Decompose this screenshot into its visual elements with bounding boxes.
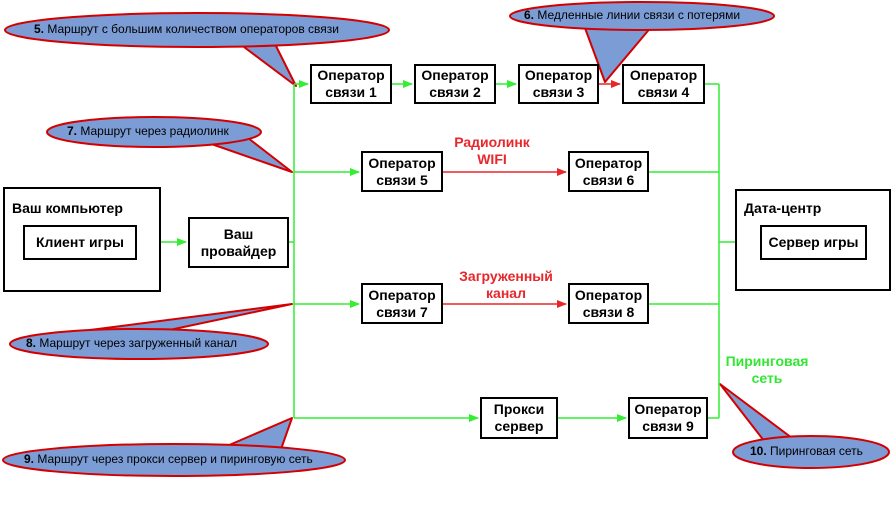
operator-8-box: Оператор связи 8 <box>568 283 649 324</box>
operator-4-label: Оператор связи 4 <box>629 67 698 100</box>
operator-2-box: Оператор связи 2 <box>414 64 496 104</box>
green-links <box>137 80 759 422</box>
operator-5-box: Оператор связи 5 <box>361 151 443 192</box>
game-client-box: Клиент игры <box>23 225 137 260</box>
operator-7-label: Оператор связи 7 <box>368 286 436 320</box>
callout-9: 9. Маршрут через прокси сервер и пиринго… <box>24 452 313 466</box>
provider-label: Ваш провайдер <box>200 225 277 259</box>
callout-6: 6. Медленные линии связи с потерями <box>524 8 741 22</box>
callout-shape-5 <box>4 12 390 87</box>
game-client-label: Клиент игры <box>36 234 124 250</box>
operator-3-label: Оператор связи 3 <box>524 67 593 100</box>
callout-shape-10 <box>719 383 890 469</box>
proxy-server-label: Прокси сервер <box>493 401 545 434</box>
game-server-box: Сервер игры <box>760 225 867 260</box>
operator-4-box: Оператор связи 4 <box>622 64 705 104</box>
callout-7: 7. Маршрут через радиолинк <box>67 124 229 138</box>
congested-channel-label: Загруженный канал <box>459 268 553 301</box>
operator-8-label: Оператор связи 8 <box>574 286 643 320</box>
datacenter-title: Дата-центр <box>744 200 822 216</box>
provider-box: Ваш провайдер <box>188 217 289 268</box>
callout-5: 5. Маршрут с большим количеством операто… <box>34 22 340 36</box>
operator-2-label: Оператор связи 2 <box>421 67 489 100</box>
peering-network-label: Пиринговая сеть <box>725 353 809 386</box>
operator-6-box: Оператор связи 6 <box>568 151 649 192</box>
callout-10: 10. Пиринговая сеть <box>750 444 863 458</box>
computer-title: Ваш компьютер <box>12 200 123 216</box>
callout-shape-6 <box>509 1 775 83</box>
proxy-server-box: Прокси сервер <box>480 397 558 439</box>
operator-7-box: Оператор связи 7 <box>361 283 443 324</box>
operator-5-label: Оператор связи 5 <box>368 154 436 188</box>
callout-shape-9 <box>2 417 346 477</box>
operator-9-label: Оператор связи 9 <box>634 401 702 434</box>
red-links <box>443 80 621 308</box>
operator-1-label: Оператор связи 1 <box>317 67 385 100</box>
radiolink-label: Радиолинк WIFI <box>454 134 530 167</box>
callout-shape-7 <box>46 116 293 173</box>
operator-6-label: Оператор связи 6 <box>574 154 643 188</box>
callout-shape-8 <box>9 303 293 360</box>
callout-8: 8. Маршрут через загруженный канал <box>26 336 238 350</box>
operator-1-box: Оператор связи 1 <box>310 64 392 104</box>
operator-9-box: Оператор связи 9 <box>628 397 708 439</box>
operator-3-box: Оператор связи 3 <box>518 64 599 104</box>
game-server-label: Сервер игры <box>768 234 859 250</box>
